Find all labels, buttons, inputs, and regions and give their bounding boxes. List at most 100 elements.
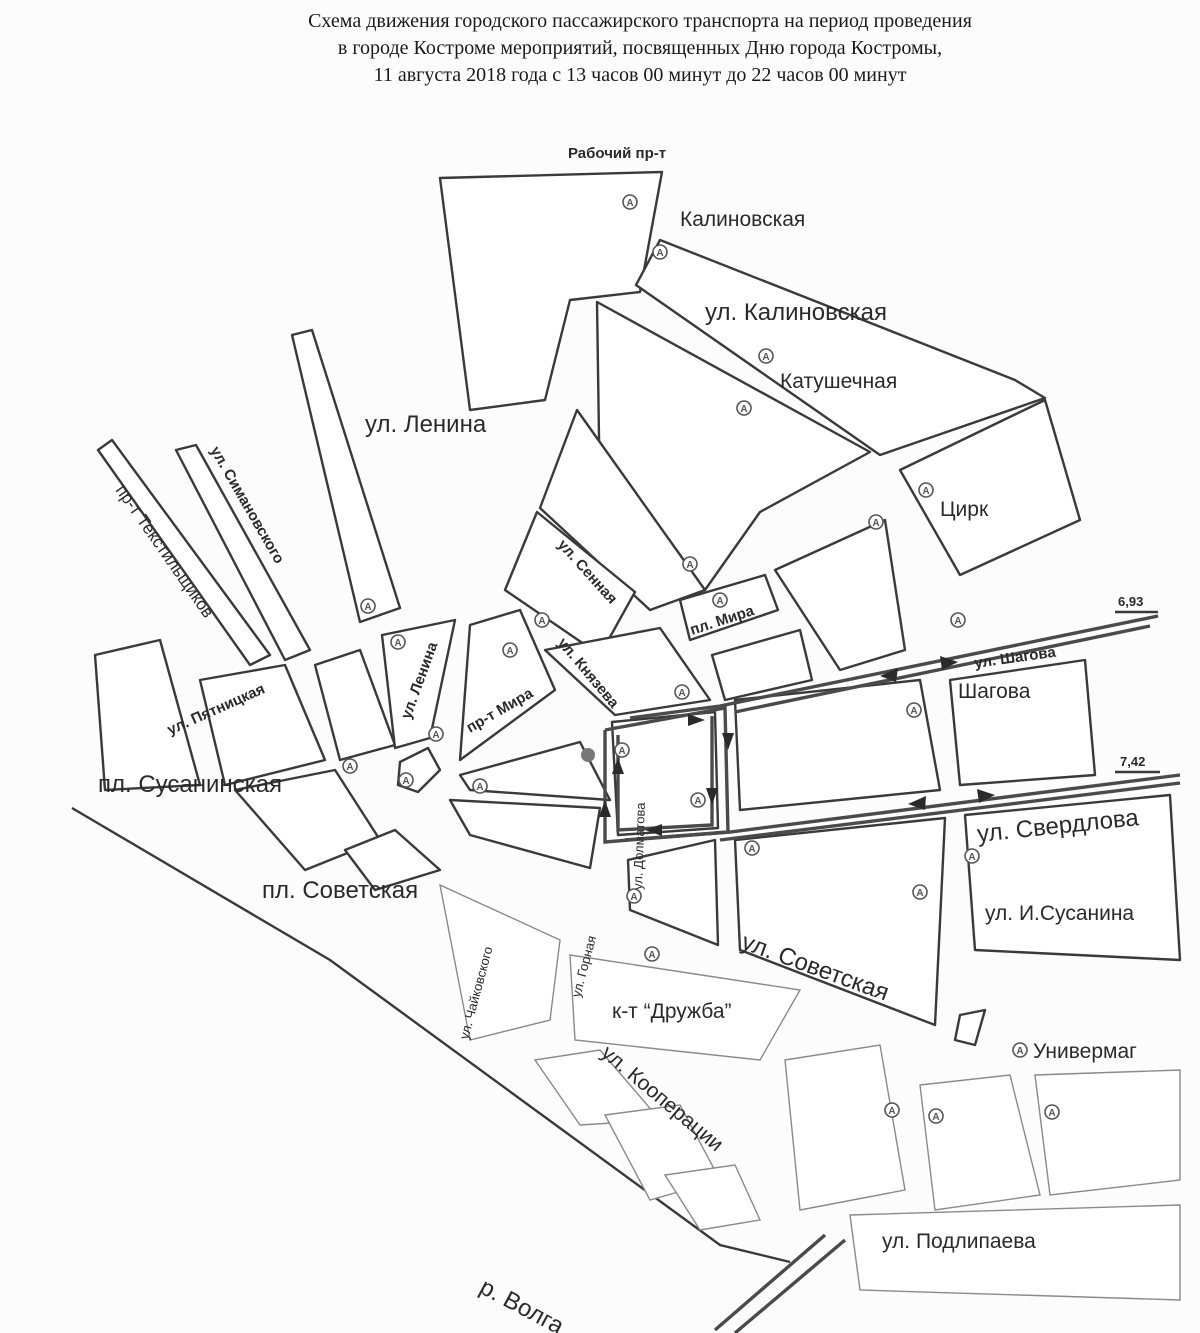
block-kooperatsii-3 (663, 1164, 762, 1231)
svg-text:А: А (694, 796, 701, 807)
label-druzhba: к-т “Дружба” (612, 1000, 732, 1023)
label-volga: р. Волга (475, 1273, 569, 1333)
block-knyazeva (543, 626, 712, 717)
svg-text:А: А (888, 1106, 895, 1117)
block-sverdlova-1 (733, 816, 947, 1027)
arrow-top-east (688, 714, 705, 726)
arrow-loop-up (599, 800, 611, 817)
svg-text:А: А (630, 892, 637, 903)
km-label-shagova: 6,93 (1118, 594, 1143, 609)
simanovskogo-street (174, 443, 312, 662)
block-circus (898, 398, 1082, 577)
arrow-sverdlova-east (977, 789, 995, 803)
svg-text:А: А (656, 248, 663, 259)
route-dolmatova-inner (616, 716, 714, 832)
block-west-1 (198, 663, 327, 787)
label-podlipaeva: ул. Подлипаева (882, 1230, 1036, 1253)
arrow-shagova-west (880, 668, 898, 682)
label-tsirk: Цирк (940, 498, 989, 521)
bus-stop-icon: А (614, 742, 630, 758)
label-univermag: Универмаг (1033, 1040, 1137, 1063)
svg-text:А: А (968, 852, 975, 863)
block-mira-south (710, 628, 814, 702)
svg-text:А: А (364, 602, 371, 613)
arrow-sverdlova-west (908, 796, 926, 810)
label-shagova-stop: Шагова (958, 680, 1031, 703)
bus-stop-icon: А (712, 592, 728, 608)
svg-text:А: А (872, 518, 879, 529)
bus-stop-icon: А (622, 194, 638, 210)
block-chaykovskogo (439, 883, 561, 1041)
arrow-loop-down-1 (706, 788, 718, 805)
label-rabochiy: Рабочий пр-т (568, 145, 666, 162)
title-line-2: в городе Костроме мероприятий, посвященн… (337, 37, 943, 59)
title-line-3: 11 августа 2018 года с 13 часов 00 минут… (373, 64, 907, 86)
block-west-2 (93, 638, 202, 792)
volga-bank (71, 806, 791, 1264)
block-south-3 (1034, 1069, 1181, 1196)
bus-stop-icon: А (950, 612, 966, 628)
svg-text:А: А (432, 730, 439, 741)
bus-stop-icon: А (758, 348, 774, 364)
block-shagova (733, 678, 942, 812)
block-dolmatova-north (610, 710, 720, 837)
svg-text:А: А (916, 888, 923, 899)
tekstilshchikov-avenue (96, 438, 272, 667)
bridge-line-2 (733, 1238, 847, 1333)
label-susaninskaya: пл. Сусанинская (98, 771, 282, 798)
svg-text:А: А (678, 688, 685, 699)
svg-text:А: А (740, 404, 747, 415)
svg-text:А: А (346, 762, 353, 773)
bus-stop-icon: А (502, 642, 518, 658)
block-druzhba (569, 954, 802, 1061)
bus-stop-icon: А (644, 946, 660, 962)
bus-stop-icon: А (1012, 1042, 1028, 1058)
block-sverdlova-2 (963, 793, 1182, 962)
label-kalinovskaya: ул. Калиновская (705, 299, 887, 326)
bus-stop-icon: А (744, 840, 760, 856)
svg-text:А: А (538, 616, 545, 627)
bus-stop-icon: А (360, 598, 376, 614)
bus-stop-icon: А (682, 556, 698, 572)
bridge-line-1 (713, 1233, 827, 1332)
svg-text:А: А (762, 352, 769, 363)
route-shagova (629, 614, 1159, 720)
block-lenina-east (538, 408, 707, 612)
arrow-loop-west (645, 824, 662, 836)
block-central-1 (458, 740, 612, 802)
label-tekstilshchikov: пр-т Текстильщиков (112, 481, 218, 621)
bus-stop-icon: А (736, 400, 752, 416)
svg-text:А: А (476, 782, 483, 793)
map-title: Схема движения городского пассажирского … (40, 8, 1200, 89)
title-line-1: Схема движения городского пассажирского … (308, 10, 972, 32)
block-podlipaeva (849, 1204, 1181, 1301)
bus-stop-icon: А (964, 848, 980, 864)
svg-text:А: А (648, 950, 655, 961)
block-east-1 (773, 518, 907, 672)
block-west-3 (313, 648, 397, 762)
block-pr-mira (458, 608, 557, 762)
block-south-1 (784, 1044, 906, 1211)
arrow-dolmatova-up (612, 758, 624, 774)
svg-text:А: А (716, 596, 723, 607)
label-lenina: ул. Ленина (365, 411, 487, 438)
svg-text:А: А (686, 560, 693, 571)
svg-text:А: А (932, 1112, 939, 1123)
label-i-susanina: ул. И.Сусанина (985, 902, 1134, 925)
label-katushechnaya: Катушечная (780, 370, 897, 393)
event-point-marker (581, 748, 595, 762)
bus-stop-icon: А (690, 792, 706, 808)
bus-stop-icon: А (472, 778, 488, 794)
label-sovetskaya-sq: пл. Советская (262, 877, 418, 904)
svg-text:А: А (1048, 1108, 1055, 1119)
block-shagova-east (948, 658, 1097, 787)
block-univermag (953, 1008, 987, 1047)
svg-text:А: А (954, 616, 961, 627)
svg-text:А: А (1016, 1046, 1023, 1057)
label-dolmatova: ул. Долматова (630, 801, 648, 890)
block-sovetskaya-sq (343, 828, 442, 892)
label-kalinovskaya-stop: Калиновская (680, 208, 805, 231)
bus-stop-icon: А (674, 684, 690, 700)
bus-stop-icon: А (534, 612, 550, 628)
